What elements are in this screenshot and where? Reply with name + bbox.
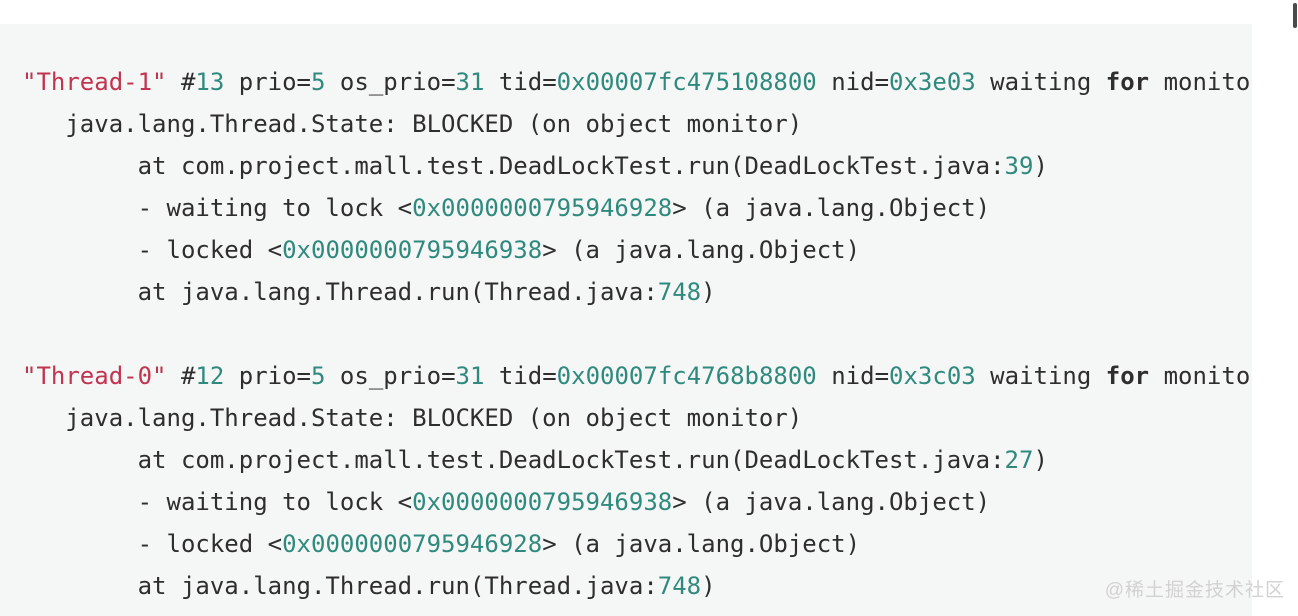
- code-segment: - locked <: [22, 236, 283, 264]
- code-segment: ): [701, 572, 716, 600]
- code-line: java.lang.Thread.State: BLOCKED (on obje…: [22, 103, 1252, 145]
- code-segment: prio=: [224, 362, 312, 390]
- code-line: - waiting to lock <0x0000000795946928> (…: [22, 187, 1252, 229]
- code-segment: for: [1105, 362, 1150, 390]
- code-block[interactable]: "Thread-1" #13 prio=5 os_prio=31 tid=0x0…: [0, 24, 1252, 616]
- code-segment: 12: [195, 362, 225, 390]
- code-segment: - waiting to lock <: [22, 488, 413, 516]
- code-segment: - waiting to lock <: [22, 194, 413, 222]
- code-line: at java.lang.Thread.run(Thread.java:748): [22, 565, 1252, 607]
- code-segment: os_prio=: [325, 362, 456, 390]
- code-segment: 0x00007fc4768b8800: [556, 362, 817, 390]
- code-segment: "Thread-0": [22, 362, 167, 390]
- code-segment: 0x0000000795946938: [412, 488, 673, 516]
- code-segment: 31: [455, 362, 485, 390]
- code-segment: 0x00007fc475108800: [556, 68, 817, 96]
- code-segment: > (a java.lang.Object): [672, 194, 991, 222]
- code-line: "Thread-1" #13 prio=5 os_prio=31 tid=0x0…: [22, 61, 1252, 103]
- code-segment: monito: [1149, 68, 1251, 96]
- code-segment: 748: [657, 278, 702, 306]
- code-line: at com.project.mall.test.DeadLockTest.ru…: [22, 439, 1252, 481]
- code-segment: 748: [657, 572, 702, 600]
- code-segment: for: [1105, 68, 1150, 96]
- code-segment: 5: [311, 362, 326, 390]
- code-segment: tid=: [484, 362, 557, 390]
- code-segment: 0x0000000795946928: [282, 530, 543, 558]
- code-segment: nid=: [816, 362, 890, 390]
- code-line: - waiting to lock <0x0000000795946938> (…: [22, 481, 1252, 523]
- code-segment: at com.project.mall.test.DeadLockTest.ru…: [22, 152, 1005, 180]
- code-segment: ): [1033, 152, 1048, 180]
- code-segment: waiting: [975, 362, 1106, 390]
- code-segment: #: [166, 68, 196, 96]
- code-segment: - locked <: [22, 530, 283, 558]
- code-segment: 13: [195, 68, 225, 96]
- code-segment: 0x0000000795946938: [282, 236, 543, 264]
- code-segment: "Thread-1": [22, 68, 167, 96]
- code-segment: at com.project.mall.test.DeadLockTest.ru…: [22, 446, 1005, 474]
- code-segment: prio=: [224, 68, 312, 96]
- code-line: at com.project.mall.test.DeadLockTest.ru…: [22, 145, 1252, 187]
- code-segment: tid=: [484, 68, 557, 96]
- code-segment: 0x3e03: [889, 68, 976, 96]
- code-segment: > (a java.lang.Object): [542, 530, 861, 558]
- code-segment: at java.lang.Thread.run(Thread.java:: [22, 572, 658, 600]
- code-segment: 0x0000000795946928: [412, 194, 673, 222]
- code-segment: monito: [1149, 362, 1251, 390]
- code-segment: at java.lang.Thread.run(Thread.java:: [22, 278, 658, 306]
- code-line: [22, 313, 1252, 355]
- code-segment: 5: [311, 68, 326, 96]
- code-line: at java.lang.Thread.run(Thread.java:748): [22, 271, 1252, 313]
- code-line: java.lang.Thread.State: BLOCKED (on obje…: [22, 397, 1252, 439]
- code-segment: 31: [455, 68, 485, 96]
- code-segment: 27: [1004, 446, 1034, 474]
- code-segment: os_prio=: [325, 68, 456, 96]
- code-segment: ): [701, 278, 716, 306]
- code-segment: waiting: [975, 68, 1106, 96]
- code-line: - locked <0x0000000795946928> (a java.la…: [22, 523, 1252, 565]
- code-line: - locked <0x0000000795946938> (a java.la…: [22, 229, 1252, 271]
- code-segment: ): [1033, 446, 1048, 474]
- code-segment: 0x3c03: [889, 362, 976, 390]
- code-line: "Thread-0" #12 prio=5 os_prio=31 tid=0x0…: [22, 355, 1252, 397]
- code-segment: nid=: [816, 68, 890, 96]
- code-segment: > (a java.lang.Object): [542, 236, 861, 264]
- code-segment: 39: [1004, 152, 1034, 180]
- code-segment: java.lang.Thread.State: BLOCKED (on obje…: [22, 110, 803, 138]
- code-segment: > (a java.lang.Object): [672, 488, 991, 516]
- scrollbar-thumb[interactable]: [1293, 3, 1297, 28]
- code-segment: #: [166, 362, 196, 390]
- watermark: @稀土掘金技术社区: [1104, 580, 1285, 601]
- code-segment: java.lang.Thread.State: BLOCKED (on obje…: [22, 404, 803, 432]
